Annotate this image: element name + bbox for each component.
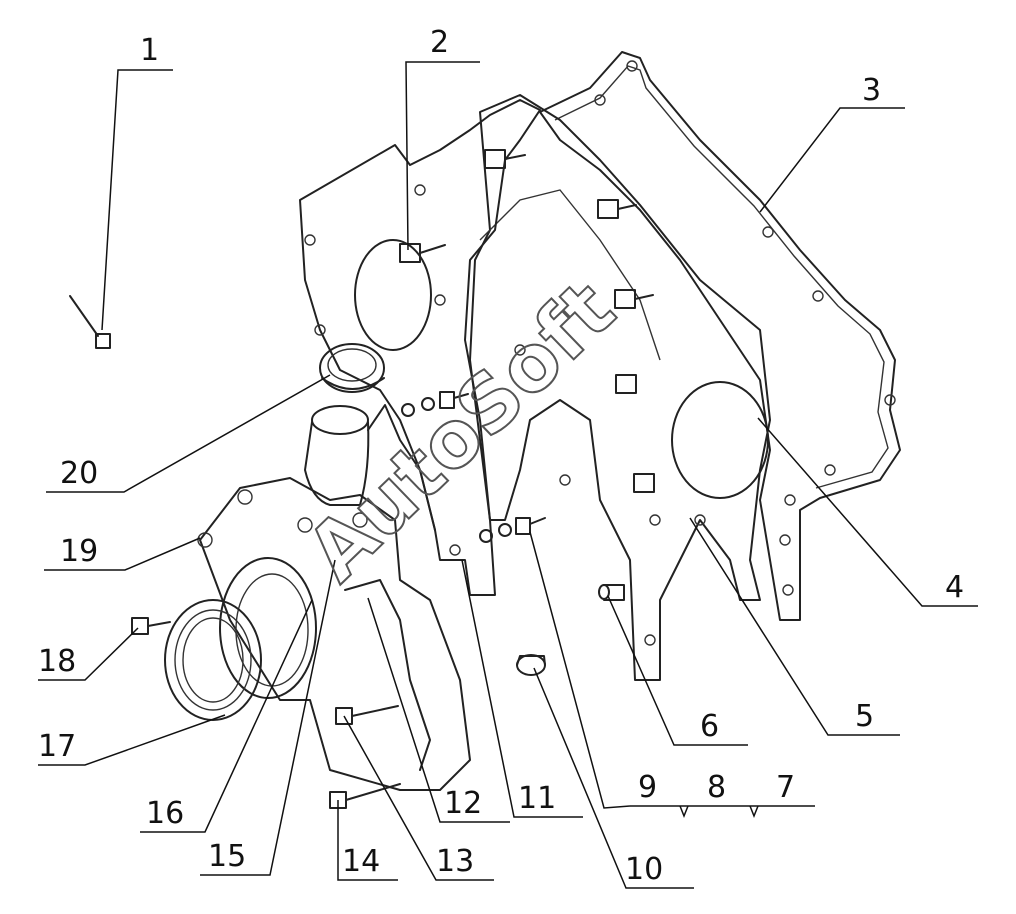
timing-housing-drawing xyxy=(299,99,541,596)
callout-11: 11 xyxy=(518,781,556,816)
callout-17: 17 xyxy=(38,729,76,764)
callout-2: 2 xyxy=(430,25,449,60)
callout-10: 10 xyxy=(625,852,663,887)
callout-7: 7 xyxy=(776,770,795,805)
callout-14: 14 xyxy=(342,844,380,879)
callout-1: 1 xyxy=(140,33,159,68)
callout-9: 9 xyxy=(638,770,657,805)
callout-15: 15 xyxy=(208,839,246,874)
plug-drawing xyxy=(516,654,546,676)
callout-3: 3 xyxy=(862,73,881,108)
seal-drawing xyxy=(319,343,385,393)
washer-bolt-set-lower xyxy=(479,517,546,543)
callout-18: 18 xyxy=(38,644,76,679)
watermark-text: AutoSoft xyxy=(291,265,632,599)
callout-12: 12 xyxy=(444,786,482,821)
callout-19: 19 xyxy=(60,534,98,569)
callout-20: 20 xyxy=(60,456,98,491)
housing-bolts xyxy=(399,149,655,493)
washer-bolt-set-upper xyxy=(401,391,469,417)
dowel-drawing xyxy=(598,584,625,601)
callout-labels: 1 2 3 4 5 6 7 8 9 10 11 12 13 14 15 16 1… xyxy=(38,25,964,887)
callout-6: 6 xyxy=(700,709,719,744)
callout-4: 4 xyxy=(945,570,964,605)
hose-drawing xyxy=(304,404,436,531)
callout-16: 16 xyxy=(146,796,184,831)
crank-seal-drawing xyxy=(164,599,262,721)
gasket-drawing xyxy=(539,51,901,621)
callout-8: 8 xyxy=(707,770,726,805)
callout-13: 13 xyxy=(436,844,474,879)
leader-lines xyxy=(38,61,978,889)
callout-5: 5 xyxy=(855,699,874,734)
